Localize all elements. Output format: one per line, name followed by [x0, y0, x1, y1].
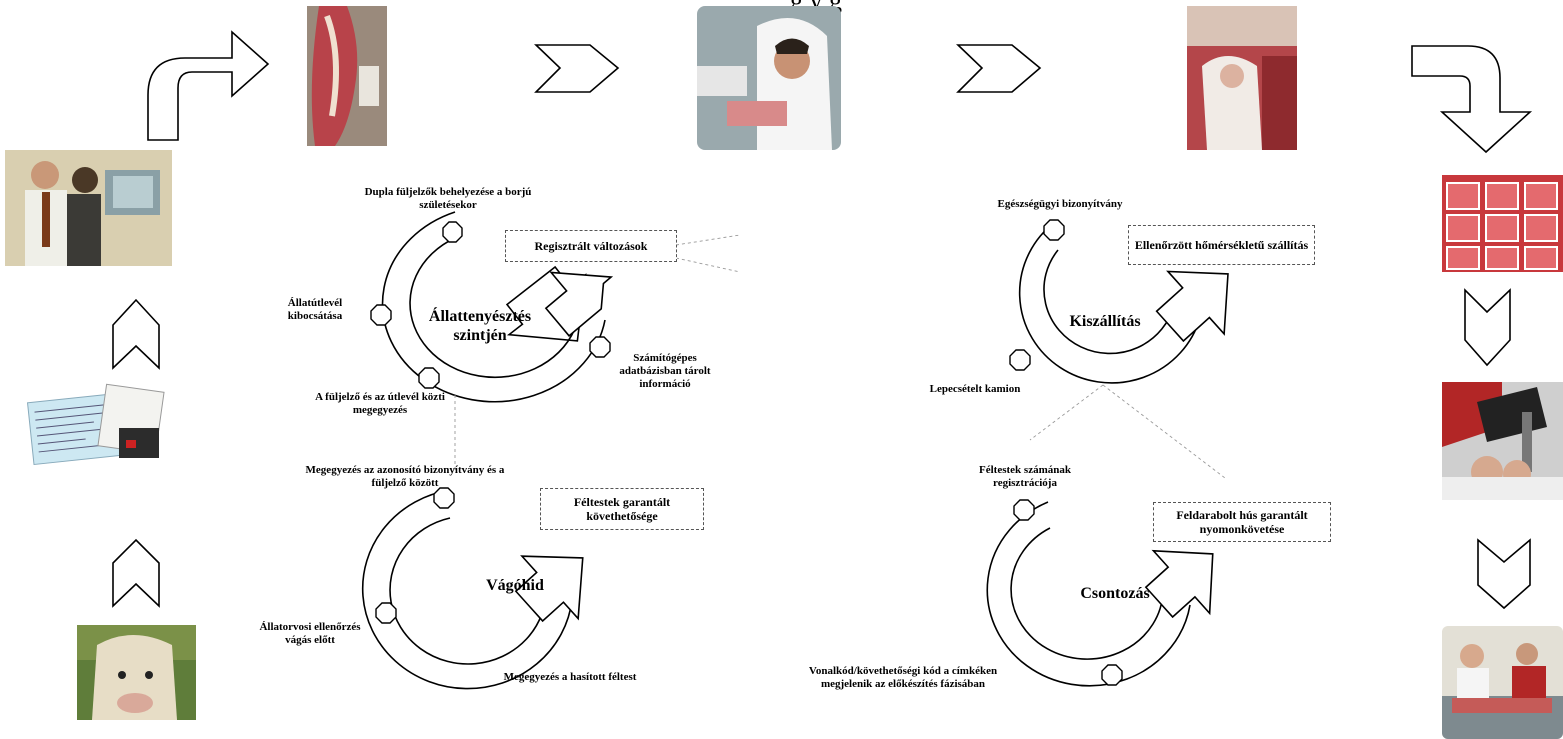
node-octagon: [1101, 664, 1123, 686]
cycle-arrowhead-4: [1144, 549, 1214, 619]
cycle-slaughterhouse: [361, 489, 573, 690]
cycle-step-label: Féltestek számának regisztrációja: [979, 464, 1071, 489]
cycle-result-box: Regisztrált változások: [505, 230, 677, 262]
cycle-delivery: [1018, 221, 1201, 384]
photo-office-workers: [5, 150, 172, 266]
corner-arrow-up-right-icon: [147, 30, 270, 141]
photo-meat-processing: [1187, 6, 1297, 150]
node-octagon: [370, 304, 392, 326]
node-octagon: [418, 367, 440, 389]
chevron-down-icon-1: [1464, 288, 1511, 367]
cycle-result-box: Ellenőrzött hőmérsékletű szállítás: [1128, 225, 1315, 265]
photo-lab-worker: [697, 6, 841, 150]
chevron-up-icon-2: [112, 538, 160, 608]
chevron-down-icon-2: [1477, 538, 1531, 610]
chevron-right-icon-1: [534, 44, 620, 93]
cycle-step-label: Állatorvosi ellenőrzés vágás előtt: [259, 621, 361, 646]
cycle-step-label: Megegyezés a hasított féltest: [503, 671, 637, 683]
node-octagon: [375, 602, 397, 624]
cycle-step-label: A füljelző és az útlevél közti megegyezé…: [315, 391, 445, 416]
photo-cow: [77, 625, 196, 720]
cycle-step-label: Állatútlevél kibocsátása: [287, 297, 343, 322]
cycle-arrowhead-2: [1155, 270, 1229, 343]
photo-labeling-hands: [1442, 382, 1563, 500]
cycle-result-box: Féltestek garantált követhetősége: [540, 488, 704, 530]
node-octagon: [442, 221, 463, 243]
cycle-center-label: Csontozás: [1080, 585, 1150, 602]
node-octagon: [589, 336, 611, 358]
chevron-right-icon-2: [956, 44, 1042, 93]
cycle-arrowhead-3: [514, 555, 584, 623]
photo-carcass: [307, 6, 387, 146]
cycle-boning: [986, 501, 1191, 687]
cycle-step-label: Vonalkód/követhetőségi kód a címkéken me…: [808, 665, 998, 690]
cycle-step-label: Dupla füljelzők behelyezése a borjú szül…: [364, 186, 532, 211]
photo-passport-documents: [24, 380, 166, 466]
node-octagon: [1013, 499, 1035, 521]
cycle-center-label: Vágóhid: [486, 577, 544, 594]
chevron-up-icon-1: [112, 298, 160, 370]
photo-meat-trays: [1442, 175, 1563, 272]
cycle-step-label: Egészségügyi bizonyítvány: [997, 198, 1123, 210]
cycle-step-label: Megegyezés az azonosító bizonyítvány és …: [305, 464, 505, 489]
photo-butcher-shop: [1442, 626, 1563, 739]
cycle-center-label: Kiszállítás: [1069, 313, 1141, 330]
cycle-step-label: Számítógépes adatbázisban tárolt informá…: [619, 352, 711, 390]
node-octagon: [1009, 349, 1031, 371]
corner-arrow-right-down-icon: [1411, 45, 1533, 154]
cycle-step-label: Lepecsételt kamion: [929, 383, 1021, 395]
node-octagon: [433, 487, 455, 509]
cycle-center-label: Állattenyésztés szintjén: [428, 308, 532, 344]
node-octagon: [1043, 219, 1065, 241]
cycle-result-box: Feldarabolt hús garantált nyomonkövetése: [1153, 502, 1331, 542]
cycle-arrowhead-1: [544, 271, 614, 337]
